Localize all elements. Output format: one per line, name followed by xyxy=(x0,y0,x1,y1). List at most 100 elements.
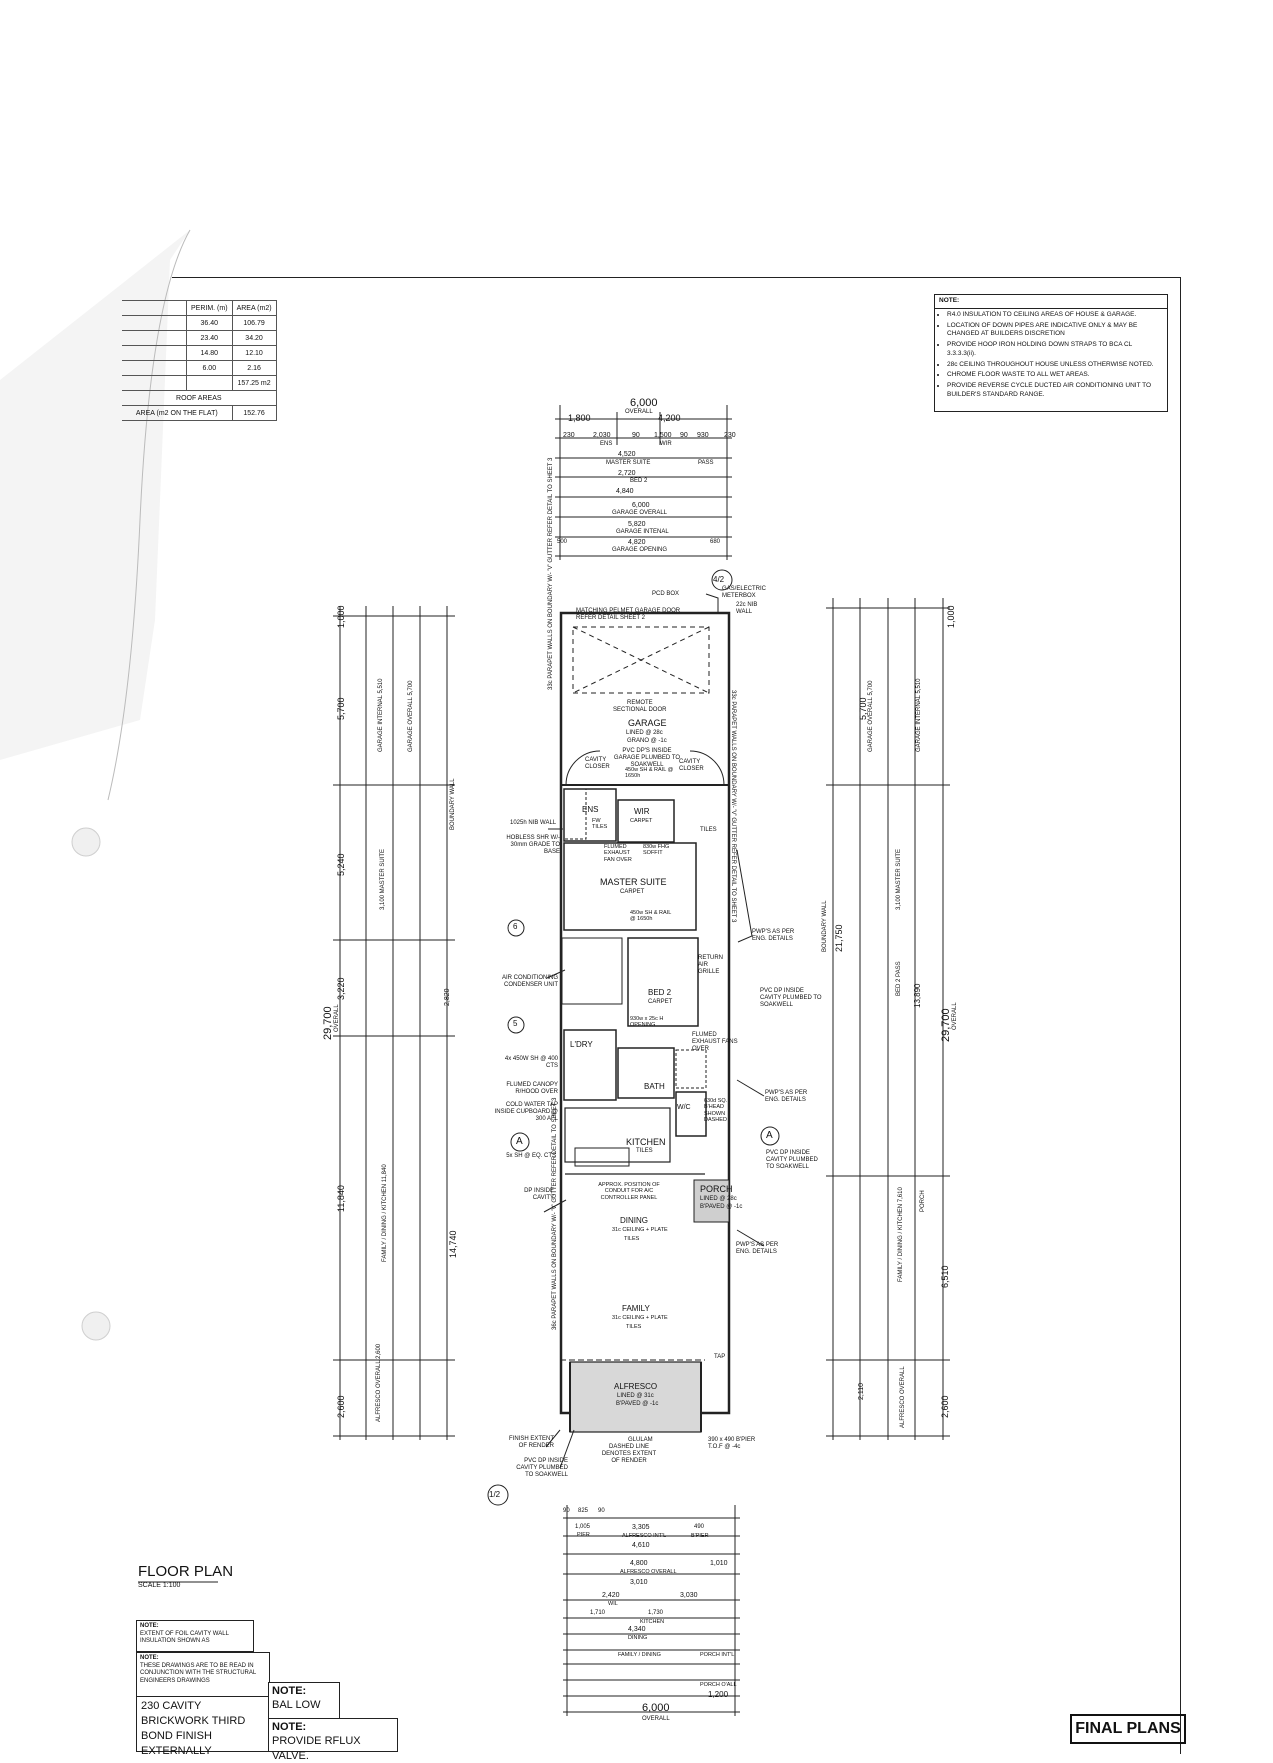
dim-top-overall: 6,000 xyxy=(630,397,658,409)
dim-4820: 4,820 xyxy=(628,539,646,546)
dim-right-overall-label: OVERALL xyxy=(952,1002,958,1030)
beam-label-glulam: GLULAM xyxy=(628,1437,653,1443)
dim-bot-overall-label: OVERALL xyxy=(642,1716,670,1722)
note-body: THESE DRAWINGS ARE TO BE READ IN CONJUNC… xyxy=(140,1662,256,1684)
callout-finish-render: FINISH EXTENT OF RENDER xyxy=(508,1436,554,1450)
section-marker-a-right xyxy=(760,1126,780,1146)
callout-nib-wall-1025: 1025h NIB WALL xyxy=(510,820,557,826)
dim-right-29700: 29,700 xyxy=(940,1008,952,1042)
dim-top-overall-label: OVERALL xyxy=(625,409,653,415)
room-label-alfresco: ALFRESCO xyxy=(614,1382,658,1391)
room-sub-kitchen: TILES xyxy=(636,1148,653,1154)
callout-rail-master: 450w SH & RAIL @ 1650h xyxy=(630,910,672,923)
dim-1500: 1,500 xyxy=(654,432,672,439)
dim-right-6510: 6,510 xyxy=(940,1265,950,1288)
note-body: EXTENT OF FOIL CAVITY WALL INSULATION SH… xyxy=(140,1630,229,1645)
room-label-master-suite: MASTER SUITE xyxy=(600,877,667,887)
room-sub-master: CARPET xyxy=(620,889,645,895)
room-label-wc: W/C xyxy=(677,1104,691,1111)
dim-left-29700: 29,700 xyxy=(322,1006,334,1040)
note-heading: NOTE: xyxy=(272,1685,307,1697)
dim-right-2110: 2,110 xyxy=(858,1383,865,1400)
note-item: R4.0 INSULATION TO CEILING AREAS OF HOUS… xyxy=(947,311,1161,320)
room-label-kitchen: KITCHEN xyxy=(626,1137,666,1147)
dim-2030: 2,030 xyxy=(593,432,611,439)
dim-left-garage-overall: GARAGE OVERALL 5,700 xyxy=(408,680,414,752)
room-label-laundry: L'DRY xyxy=(570,1040,593,1049)
notes-heading: NOTE: xyxy=(935,295,1167,309)
section-marker-label: 4/2 xyxy=(713,575,725,584)
dim-right-1000: 1,000 xyxy=(946,605,956,628)
dim-right-family-kitchen: FAMILY / DINING / KITCHEN 7,610 xyxy=(898,1187,904,1282)
note-item: 28c CEILING THROUGHOUT HOUSE UNLESS OTHE… xyxy=(947,361,1161,370)
room-sub-family-tiles: TILES xyxy=(626,1324,642,1330)
detail-marker-6 xyxy=(507,919,525,937)
section-marker-label: A xyxy=(766,1130,773,1141)
title-underline xyxy=(138,1581,218,1583)
dim-bot-wil: WIL xyxy=(608,1601,618,1607)
detail-marker-label: 5 xyxy=(513,1019,518,1028)
callout-shelves: 4x 450W SH @ 400 CTS xyxy=(504,1056,558,1070)
dim-label-pass: PASS xyxy=(698,460,714,466)
dim-left-overall-label: OVERALL xyxy=(334,1004,340,1032)
room-label-porch: PORCH xyxy=(700,1184,733,1194)
callout-pwp: PWP'S AS PER ENG. DETAILS xyxy=(765,1090,808,1104)
dim-label-wir: WIR xyxy=(660,441,672,447)
roof-area-row-label: AREA (m2 ON THE FLAT) xyxy=(122,405,233,421)
dim-bot-3305: 3,305 xyxy=(632,1524,650,1531)
general-notes: NOTE: R4.0 INSULATION TO CEILING AREAS O… xyxy=(934,294,1168,412)
dim-left-3220: 3,220 xyxy=(336,977,346,1000)
dim-left-5240: 5,240 xyxy=(336,853,346,876)
dim-bot-porch-intl: PORCH INT'L xyxy=(700,1652,735,1658)
note-item: CHROME FLOOR WASTE TO ALL WET AREAS. xyxy=(947,371,1161,380)
room-sub-dining-tiles: TILES xyxy=(624,1236,640,1242)
dim-right-bed2-pass: BED 2 PASS xyxy=(896,961,902,996)
dim-label-garage-overall: GARAGE OVERALL xyxy=(612,510,668,516)
dim-left-family-dining: FAMILY / DINING / KITCHEN 11,840 xyxy=(382,1164,388,1262)
callout-tap: TAP xyxy=(714,1354,726,1360)
note-heading: NOTE: xyxy=(272,1721,307,1733)
callout-aircon-unit: AIR CONDITIONING CONDENSER UNIT xyxy=(501,975,558,989)
callout-soffit: 830w FHG SOFFIT xyxy=(643,844,670,857)
dim-bot-3030: 3,030 xyxy=(680,1592,698,1599)
dim-left-2600: 2,600 xyxy=(336,1395,346,1418)
callout-pvc-dp-garage: PVC DP'S INSIDE GARAGE PLUMBED TO SOAKWE… xyxy=(613,748,681,769)
dim-label-master: MASTER SUITE xyxy=(606,460,651,466)
room-sub-porch: LINED @ 28c xyxy=(700,1196,737,1202)
room-label-bed2: BED 2 xyxy=(648,988,672,997)
callout-parapet-right: 33c PARAPET WALLS ON BOUNDARY W/- 'V' GU… xyxy=(730,690,736,923)
dim-230: 230 xyxy=(563,432,575,439)
callout-shower-head: 630d SQ. B'HEAD SHOWN DASHED xyxy=(704,1098,728,1123)
callout-cold-water-tap: COLD WATER TAP INSIDE CUPBOARD @ 300 AFL xyxy=(494,1102,558,1123)
note-foil-insulation: NOTE: EXTENT OF FOIL CAVITY WALL INSULAT… xyxy=(136,1620,254,1652)
dim-4200: 4,200 xyxy=(658,413,681,423)
room-sub-porch: B'PAVED @ -1c xyxy=(700,1204,743,1210)
dim-label-bed2: BED 2 xyxy=(630,478,648,484)
area-value-cell: 12.10 xyxy=(231,345,277,361)
callout-return-air: RETURN AIR GRILLE xyxy=(698,955,723,976)
dim-bot-dining: DINING xyxy=(628,1635,648,1641)
dim-right-2600: 2,600 xyxy=(940,1395,950,1418)
dim-bot-825: 825 xyxy=(578,1508,589,1514)
dim-bot-3010: 3,010 xyxy=(630,1579,648,1586)
dim-right-alfresco-overall: ALFRESCO OVERALL xyxy=(900,1366,906,1428)
callout-pcd-box: PCD BOX xyxy=(652,591,680,597)
detail-marker-label: 6 xyxy=(513,922,518,931)
callout-parapet-left: 33c PARAPET WALLS ON BOUNDARY W/- 'V' GU… xyxy=(548,457,554,690)
dim-bot-1200: 1,200 xyxy=(708,1690,729,1699)
dim-bot-90: 90 xyxy=(563,1508,570,1514)
section-marker-label: A xyxy=(516,1136,523,1147)
final-plans-stamp: FINAL PLANS xyxy=(1070,1714,1186,1744)
dim-bot-porch-oall: PORCH O'ALL xyxy=(700,1682,737,1688)
callout-pwp: PWP'S AS PER ENG. DETAILS xyxy=(736,1242,779,1256)
dim-1800: 1,800 xyxy=(568,413,591,423)
callout-tiles: TILES xyxy=(700,827,717,833)
room-sub-family-ceiling: 31c CEILING + PLATE xyxy=(612,1315,668,1321)
dim-label-ens: ENS xyxy=(600,441,613,447)
detail-marker-5 xyxy=(507,1016,525,1034)
callout-flumed-exhaust: FLUMED EXHAUST FAN OVER xyxy=(604,844,632,863)
room-sub-wir: CARPET xyxy=(630,818,653,824)
dim-bot-1710: 1,710 xyxy=(590,1610,606,1616)
room-label-sectional-door: SECTIONAL DOOR xyxy=(613,707,667,713)
dim-bot-1010: 1,010 xyxy=(710,1560,728,1567)
